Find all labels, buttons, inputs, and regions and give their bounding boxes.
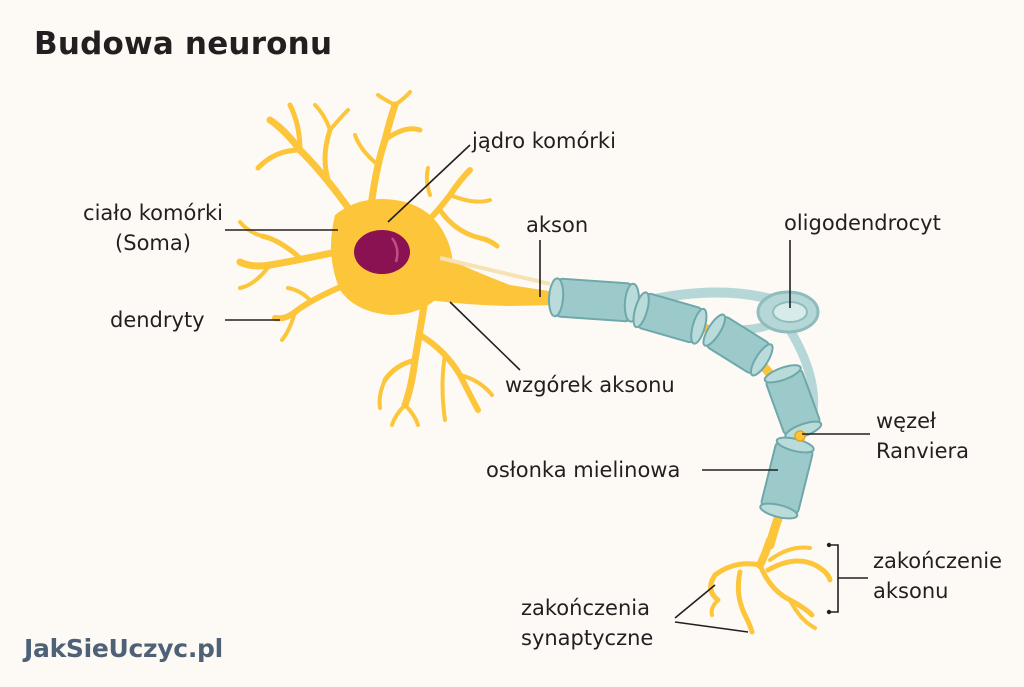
label-axon: akson xyxy=(526,213,589,237)
dendrites xyxy=(236,90,500,427)
leader-lines xyxy=(225,144,870,633)
label-axon-terminal-line2: aksonu xyxy=(873,579,949,603)
label-node-line1: węzeł xyxy=(876,409,937,433)
leader-dots xyxy=(826,542,832,615)
label-axon-hillock: wzgórek aksonu xyxy=(505,373,675,397)
node-of-ranvier xyxy=(794,430,806,442)
label-nucleus: jądro komórki xyxy=(472,129,616,153)
axon-terminals xyxy=(708,536,833,635)
label-soma-line1: ciało komórki xyxy=(83,201,223,225)
label-node-line2: Ranviera xyxy=(876,439,969,463)
label-axon-terminal-line1: zakończenie xyxy=(873,549,1003,573)
label-oligodendrocyte: oligodendrocyt xyxy=(784,211,941,235)
label-soma-line2: (Soma) xyxy=(115,231,191,255)
label-myelin-sheath: osłonka mielinowa xyxy=(486,458,681,482)
label-synaptic-line2: synaptyczne xyxy=(521,626,654,650)
myelin-sheath xyxy=(547,277,823,520)
label-synaptic-line1: zakończenia xyxy=(521,596,650,620)
soma xyxy=(331,199,555,315)
nucleus xyxy=(354,230,410,274)
brand-watermark: JakSieUczyc.pl xyxy=(24,634,223,663)
diagram-title: Budowa neuronu xyxy=(34,26,333,62)
label-dendrites: dendryty xyxy=(110,308,205,332)
